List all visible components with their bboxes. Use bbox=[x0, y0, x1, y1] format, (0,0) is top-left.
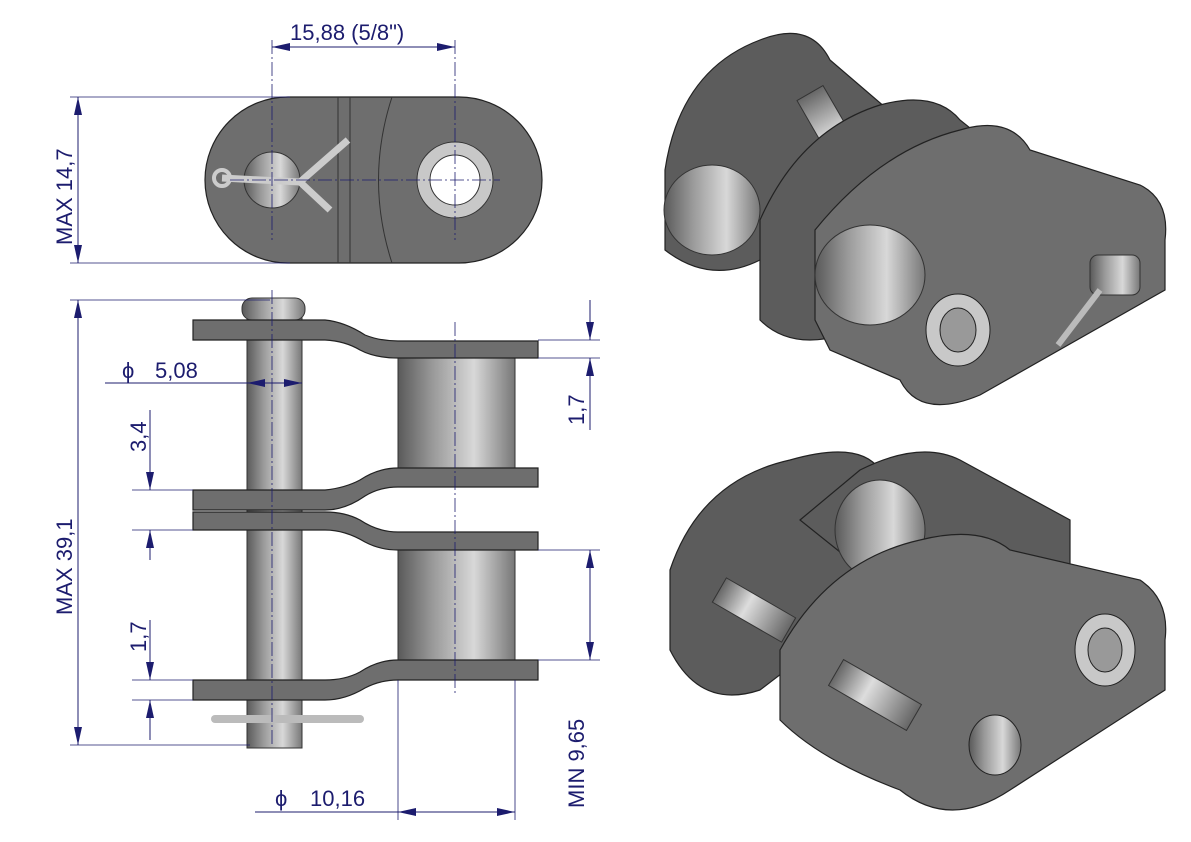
inner-plate-1 bbox=[192, 467, 539, 511]
roller-diameter-label: 10,16 bbox=[310, 786, 365, 811]
isometric-view-top bbox=[663, 32, 1167, 406]
top-view: 15,88 (5/8") MAX 14,7 bbox=[52, 20, 543, 264]
plate-thickness-left-label: 1,7 bbox=[126, 621, 151, 652]
plate-thickness-right-label: 1,7 bbox=[564, 394, 589, 425]
pin-diameter-symbol: ϕ bbox=[122, 358, 134, 383]
inner-plate-2 bbox=[192, 511, 539, 551]
overall-width-label: MAX 39,1 bbox=[52, 518, 77, 615]
pin-diameter-label: 5,08 bbox=[155, 358, 198, 383]
plate-height-label: MAX 14,7 bbox=[52, 148, 77, 245]
roller-diameter-symbol: ϕ bbox=[275, 786, 287, 811]
plate-gap-label: 3,4 bbox=[126, 421, 151, 452]
roller-bottom bbox=[397, 549, 516, 661]
side-view: MAX 39,1 ϕ 5,08 3,4 1,7 1,7 bbox=[52, 290, 600, 820]
outer-plate-top bbox=[192, 319, 539, 359]
roller-top bbox=[397, 357, 516, 469]
inner-width-label: MIN 9,65 bbox=[564, 719, 589, 808]
outer-plate-bottom bbox=[192, 659, 539, 701]
pitch-label: 15,88 (5/8") bbox=[290, 20, 404, 45]
isometric-view-bottom bbox=[669, 451, 1167, 811]
